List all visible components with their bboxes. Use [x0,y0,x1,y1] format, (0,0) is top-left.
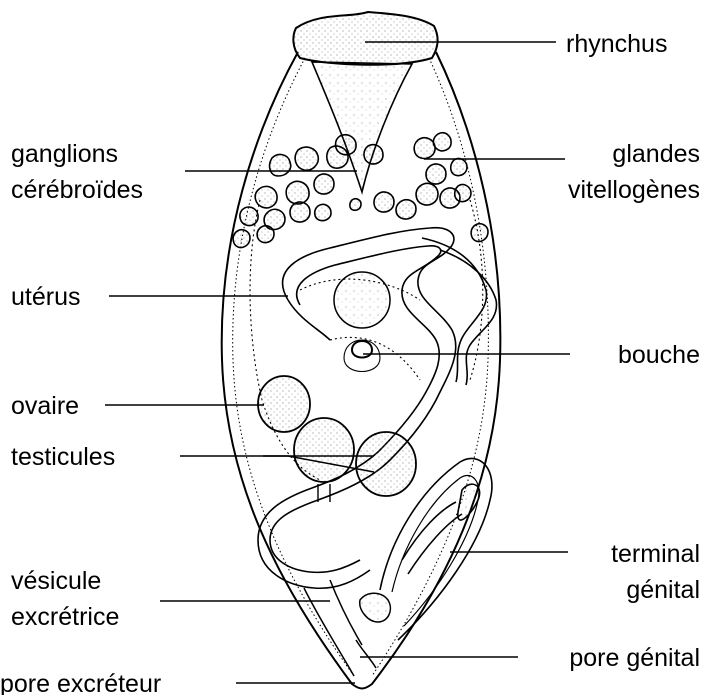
label-ovaire: ovaire [11,392,79,420]
label-pore-genital: pore génital [569,644,700,672]
label-pore-excreteur: pore excréteur [0,670,161,695]
label-vesicule-line2: excrétrice [11,603,119,631]
label-bouche: bouche [618,341,700,369]
label-glandes-line1: glandes [612,140,700,168]
label-ganglions-line2: cérébroïdes [11,176,143,204]
label-ganglions-line1: ganglions [11,140,118,168]
label-terminal-line2: génital [626,576,700,604]
label-testicules: testicules [11,443,115,471]
label-uterus: utérus [11,283,80,311]
ovary-organ [258,376,310,432]
label-terminal-line1: terminal [611,540,700,568]
label-glandes-line2: vitellogènes [568,176,700,204]
label-rhynchus: rhynchus [566,30,667,58]
label-vesicule-line1: vésicule [11,567,101,595]
